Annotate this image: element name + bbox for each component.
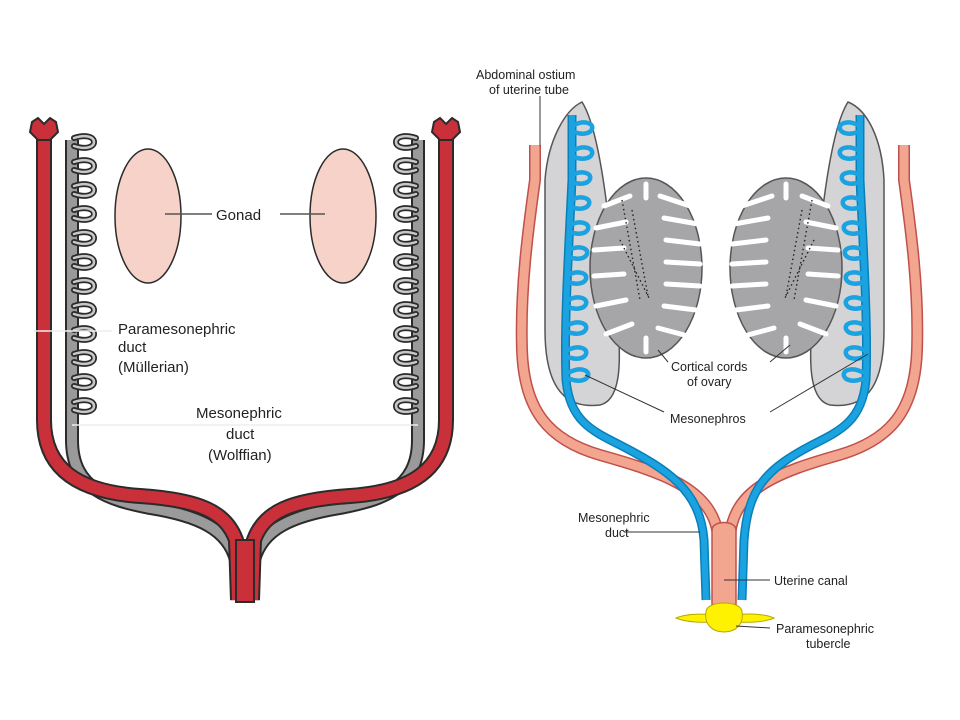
label-gonad: Gonad (216, 207, 261, 224)
left-ostium-left (28, 116, 60, 141)
label-mesonephros: Mesonephros (670, 412, 746, 426)
left-gonad-right (309, 148, 377, 284)
label-paramesonephric-1: Paramesonephric (118, 321, 236, 338)
label-paramesonephric-3: (Müllerian) (118, 359, 189, 376)
label-paramesonephric-tubercle-2: tubercle (806, 637, 851, 651)
right-figure: Abdominal ostium of uterine tube Cortica… (476, 68, 924, 651)
label-uterine-canal: Uterine canal (774, 574, 848, 588)
label-cortical-cords-1: Cortical cords (671, 360, 747, 374)
cortical-dots (619, 199, 815, 301)
cortical-cords-right (729, 181, 841, 355)
label-abdominal-ostium-2: of uterine tube (489, 83, 569, 97)
uterine-canal-shape (711, 521, 737, 613)
mesonephros-leader-right (769, 353, 869, 413)
label-abdominal-ostium-1: Abdominal ostium (476, 68, 575, 82)
left-mesonephric-ducts (65, 140, 425, 602)
label-mesonephric-2: duct (226, 426, 255, 443)
left-gonad-left (114, 148, 182, 284)
left-figure-background (28, 118, 465, 610)
left-figure: Gonad Paramesonephric duct (Müllerian) M… (28, 116, 465, 610)
label-paramesonephric-2: duct (118, 339, 147, 356)
left-ostium-right (430, 116, 462, 141)
left-paramesonephric-ducts (28, 116, 462, 603)
cortical-leader-left (657, 349, 669, 363)
cortical-cords-left (591, 181, 703, 355)
mesonephros-leader-left (584, 374, 665, 413)
cortical-leader-right (769, 344, 791, 363)
paramesonephric-tubercle (705, 602, 743, 633)
label-cortical-cords-2: of ovary (687, 375, 732, 389)
label-mesonephric-3: (Wolffian) (208, 447, 272, 464)
label-paramesonephric-tubercle-1: Paramesonephric (776, 622, 874, 636)
right-mesonephric-ducts (560, 115, 872, 601)
tubercle-leader (735, 625, 771, 629)
label-mesonephric-duct-2: duct (605, 526, 629, 540)
label-mesonephric-1: Mesonephric (196, 405, 282, 422)
label-mesonephric-duct-1: Mesonephric (578, 511, 650, 525)
